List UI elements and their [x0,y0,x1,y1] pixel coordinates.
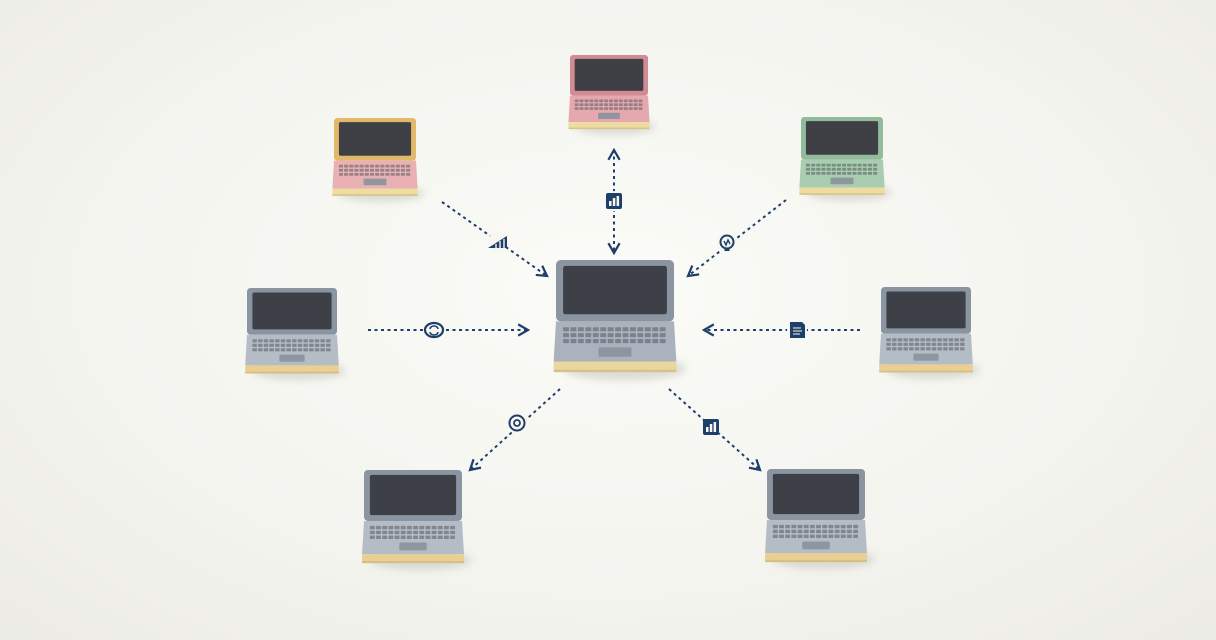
bar-chart-icon [604,191,624,211]
laptop-screen [252,292,332,330]
keyboard [563,327,666,344]
sync-icon [423,320,445,340]
document-icon [787,320,807,340]
link-top-left [441,201,549,278]
laptop-screen [369,474,457,516]
laptop-top [568,55,656,135]
bar-chart-icon [701,417,721,437]
laptop-top-left [332,118,425,202]
link-top-right [686,199,787,278]
laptop-nodes [245,55,980,570]
keyboard [338,164,411,176]
keyboard [574,99,643,110]
connection-links [368,147,860,472]
at-sign-icon [507,413,527,433]
trackpad [399,542,427,551]
laptop-left [245,288,346,380]
laptop-right [879,287,980,379]
laptop-screen [772,473,860,515]
keyboard [886,338,965,351]
trackpad [279,354,305,362]
trackpad [913,353,939,361]
laptop-screen [886,291,966,329]
trackpad [598,347,632,357]
laptop-screen [563,265,667,315]
trackpad [802,541,830,550]
keyboard [772,524,859,538]
center-laptop [553,260,686,381]
laptop-bottom-left [362,470,472,570]
laptop-bottom-right [765,469,875,569]
laptop-top-right [799,117,892,201]
laptop-screen [574,58,644,91]
laptop-screen [805,121,879,155]
keyboard [369,525,456,539]
lightbulb-icon [717,233,737,253]
signal-icon [488,232,508,252]
trackpad [830,177,854,185]
keyboard [252,339,331,352]
trackpad [598,112,620,119]
laptop-screen [338,122,412,156]
keyboard [805,163,878,175]
trackpad [363,178,387,186]
